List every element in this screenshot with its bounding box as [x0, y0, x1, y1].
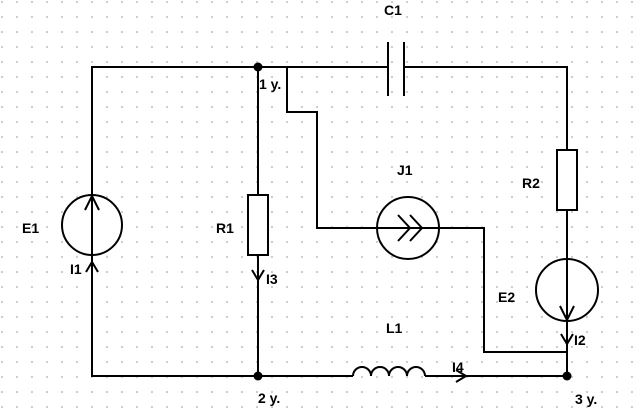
wire-j1-branch-right	[440, 227, 567, 353]
junction-node-3	[562, 371, 572, 381]
inductor-l1	[352, 366, 426, 377]
label-e1: E1	[22, 220, 39, 236]
arrow-i2-icon	[560, 333, 574, 346]
arrow-i1-icon	[85, 260, 99, 273]
resistor-r2	[556, 149, 578, 211]
arrow-i3-icon	[251, 269, 265, 282]
label-j1: J1	[397, 162, 413, 178]
arrow-i4-icon	[455, 369, 468, 383]
capacitor-c1	[387, 42, 405, 96]
label-i2: I2	[574, 332, 586, 348]
label-node-2: 2 y.	[258, 390, 280, 406]
label-c1: C1	[384, 2, 402, 18]
voltage-source-e2	[535, 258, 599, 323]
voltage-source-e1	[61, 193, 123, 256]
label-i1: I1	[70, 261, 82, 277]
label-node-1: 1 y.	[259, 76, 281, 92]
label-l1: L1	[386, 320, 403, 336]
wire-j1-branch-left	[286, 67, 376, 229]
wire-e1-to-bottom	[91, 255, 353, 377]
label-node-3: 3 y.	[575, 391, 597, 407]
wire-top-left	[91, 66, 258, 195]
label-e2: E2	[498, 289, 515, 305]
resistor-r1	[247, 194, 269, 256]
wires	[91, 66, 568, 377]
label-i3: I3	[266, 271, 278, 287]
junction-node-2	[253, 371, 263, 381]
label-i4: I4	[452, 359, 464, 375]
label-r1: R1	[216, 220, 234, 236]
junction-node-1	[253, 62, 263, 72]
wire-c1-to-right	[404, 66, 568, 150]
label-r2: R2	[522, 175, 540, 191]
current-source-j1	[376, 196, 440, 260]
